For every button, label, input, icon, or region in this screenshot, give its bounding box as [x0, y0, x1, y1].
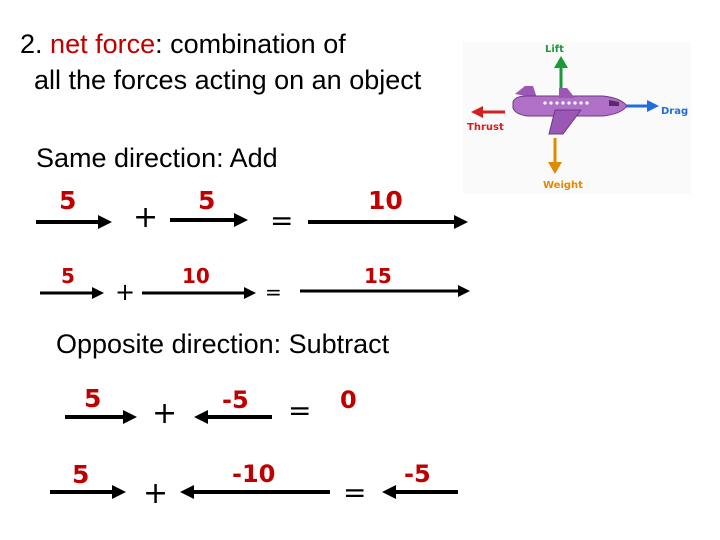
force-label-same-1-b: 5 [198, 186, 216, 215]
force-label-same-1-result: 10 [368, 186, 403, 215]
force-label-opp-2-result: -5 [404, 460, 431, 488]
arrow-right-icon [170, 213, 248, 227]
equals-sign: = [270, 204, 294, 237]
heading-term: net force [50, 29, 156, 59]
section-same-direction: Same direction: Add [36, 143, 278, 173]
equals-sign: = [265, 280, 282, 304]
force-label-opp-1-result: 0 [340, 386, 357, 414]
heading-line-1: 2. net force: combination of [20, 28, 346, 60]
plus-sign: + [115, 278, 136, 306]
plus-sign: + [152, 396, 178, 431]
heading-line-2: all the forces acting on an object [34, 65, 422, 95]
airplane-forces-diagram: Lift Drag Thrust Weight [463, 42, 691, 194]
airplane-icon [471, 56, 659, 174]
force-label-opp-2-b: -10 [232, 460, 276, 488]
force-label-same-1-a: 5 [59, 186, 77, 215]
arrow-right-icon [142, 287, 256, 299]
equals-sign: = [288, 394, 312, 427]
force-label-same-2-b: 10 [182, 264, 210, 288]
thrust-label: Thrust [467, 122, 504, 133]
weight-label: Weight [543, 180, 583, 191]
plus-sign: + [143, 476, 169, 511]
force-label-same-2-a: 5 [61, 264, 75, 288]
arrow-right-icon [308, 215, 468, 229]
section-opposite-direction: Opposite direction: Subtract [56, 329, 390, 359]
arrow-left-icon [194, 410, 272, 424]
arrow-right-icon [40, 287, 104, 299]
arrow-left-icon [180, 485, 330, 499]
heading-number: 2. [20, 29, 43, 59]
arrow-right-icon [300, 285, 470, 297]
force-label-opp-1-a: 5 [84, 384, 102, 413]
plus-sign: + [133, 200, 159, 235]
force-label-opp-1-b: -5 [222, 386, 249, 414]
arrow-left-icon [382, 485, 458, 499]
force-label-same-2-result: 15 [364, 264, 392, 288]
force-label-opp-2-a: 5 [72, 460, 90, 489]
heading-definition-1: : combination of [155, 29, 346, 59]
arrow-right-icon [65, 410, 137, 424]
equals-sign: = [343, 476, 367, 509]
lift-label: Lift [545, 44, 564, 55]
arrow-right-icon [50, 485, 126, 499]
drag-label: Drag [661, 106, 689, 117]
arrow-right-icon [36, 215, 112, 229]
